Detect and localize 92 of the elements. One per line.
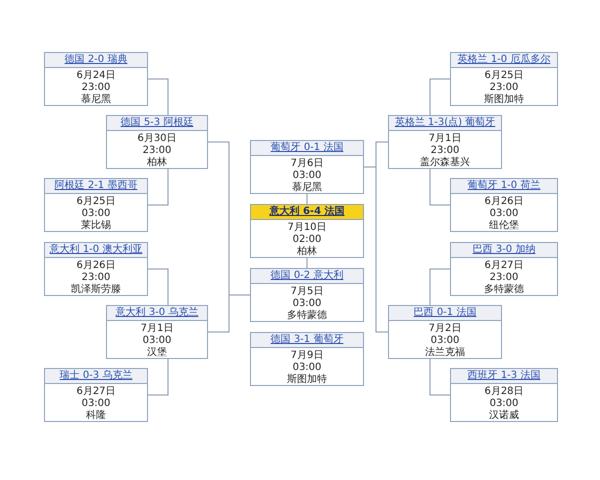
kickoff-time: 03:00 — [430, 335, 460, 346]
match-result: 西班牙 1-3 法国 — [451, 369, 557, 384]
match-date: 6月30日 — [137, 133, 177, 145]
match-result: 葡萄牙 0-1 法国 — [251, 141, 363, 156]
match-result: 德国 3-1 葡萄牙 — [251, 333, 363, 348]
match-box — [450, 178, 558, 232]
match-box — [388, 115, 502, 169]
match-date: 6月26日 — [76, 260, 116, 272]
match-result: 葡萄牙 1-0 荷兰 — [451, 179, 557, 194]
kickoff-time: 23:00 — [490, 272, 518, 284]
match-box — [44, 178, 148, 232]
match-date: 6月27日 — [484, 260, 524, 272]
match-result: 德国 5-3 阿根廷 — [107, 116, 207, 131]
match-date: 7月9日 — [290, 350, 324, 362]
match-box — [450, 52, 558, 106]
venue-name: 盖尔森基兴 — [420, 157, 470, 169]
match-date: 7月1日 — [428, 133, 462, 145]
match-date: 6月25日 — [484, 70, 524, 82]
kickoff-time: 03:00 — [292, 170, 322, 182]
venue-name: 柏林 — [297, 246, 317, 258]
match-box — [450, 368, 558, 422]
match-result: 意大利 3-0 乌克兰 — [107, 306, 207, 321]
venue-name: 柏林 — [147, 157, 167, 169]
kickoff-time: 02:00 — [292, 234, 322, 246]
match-result: 意大利 6-4 法国 — [251, 205, 363, 220]
match-box — [250, 268, 364, 322]
match-date: 7月5日 — [290, 286, 324, 298]
venue-name: 科隆 — [86, 410, 106, 422]
kickoff-time: 03:00 — [292, 362, 322, 374]
final-match-box — [250, 204, 364, 258]
match-date: 6月28日 — [484, 386, 524, 398]
bracket-line — [306, 194, 308, 204]
kickoff-time: 03:00 — [82, 398, 110, 410]
match-box — [450, 242, 558, 296]
venue-name: 多特蒙德 — [484, 284, 524, 296]
match-result: 德国 0-2 意大利 — [251, 269, 363, 284]
match-result: 英格兰 1-0 厄瓜多尔 — [451, 53, 557, 68]
match-result: 瑞士 0-3 乌克兰 — [45, 369, 147, 384]
venue-name: 凯泽斯劳滕 — [71, 284, 121, 296]
match-date: 7月6日 — [290, 158, 324, 170]
bracket-line — [430, 358, 450, 396]
bracket-line — [430, 168, 450, 206]
kickoff-time: 03:00 — [292, 298, 322, 310]
bracket-line — [208, 294, 250, 332]
venue-name: 慕尼黑 — [81, 94, 111, 106]
kickoff-time: 23:00 — [82, 272, 110, 284]
match-result: 巴西 0-1 法国 — [389, 306, 501, 321]
match-box — [44, 242, 148, 296]
match-date: 7月2日 — [428, 323, 462, 335]
bracket-line — [148, 168, 168, 206]
venue-name: 慕尼黑 — [292, 182, 322, 194]
bracket-line — [148, 78, 168, 116]
bracket-line — [148, 268, 168, 306]
match-box — [44, 52, 148, 106]
match-date: 6月27日 — [76, 386, 116, 398]
bracket-line — [364, 166, 388, 332]
kickoff-time: 03:00 — [142, 335, 172, 347]
match-date: 6月26日 — [484, 196, 524, 208]
match-result: 英格兰 1-3(点) 葡萄牙 — [389, 116, 501, 131]
match-box — [250, 332, 364, 386]
kickoff-time: 03:00 — [490, 398, 518, 410]
match-date: 6月25日 — [76, 196, 116, 208]
venue-name: 莱比锡 — [81, 220, 111, 232]
match-result: 巴西 3-0 加纳 — [451, 243, 557, 258]
match-box — [106, 305, 208, 359]
match-box — [250, 140, 364, 194]
match-date: 6月24日 — [76, 70, 116, 82]
venue-name: 纽伦堡 — [489, 220, 519, 232]
match-result: 阿根廷 2-1 墨西哥 — [45, 179, 147, 194]
bracket-line — [306, 258, 308, 268]
venue-name: 斯图加特 — [484, 94, 524, 106]
kickoff-time: 23:00 — [142, 145, 172, 156]
kickoff-time: 03:00 — [490, 208, 518, 220]
kickoff-time: 23:00 — [490, 82, 518, 94]
venue-name: 汉诺威 — [489, 410, 519, 422]
bracket-line — [430, 268, 450, 306]
match-box — [388, 305, 502, 359]
venue-name: 斯图加特 — [287, 374, 327, 386]
match-date: 7月10日 — [287, 222, 327, 234]
bracket-line — [148, 358, 168, 396]
venue-name: 汉堡 — [147, 347, 167, 359]
kickoff-time: 03:00 — [82, 208, 110, 220]
match-box — [44, 368, 148, 422]
match-result: 意大利 1-0 澳大利亚 — [45, 243, 147, 258]
kickoff-time: 23:00 — [430, 145, 460, 156]
match-date: 7月1日 — [140, 323, 174, 335]
venue-name: 多特蒙德 — [287, 310, 327, 322]
match-result: 德国 2-0 瑞典 — [45, 53, 147, 68]
venue-name: 法兰克福 — [425, 347, 465, 359]
kickoff-time: 23:00 — [82, 82, 110, 94]
match-box — [106, 115, 208, 169]
bracket-line — [430, 78, 450, 116]
